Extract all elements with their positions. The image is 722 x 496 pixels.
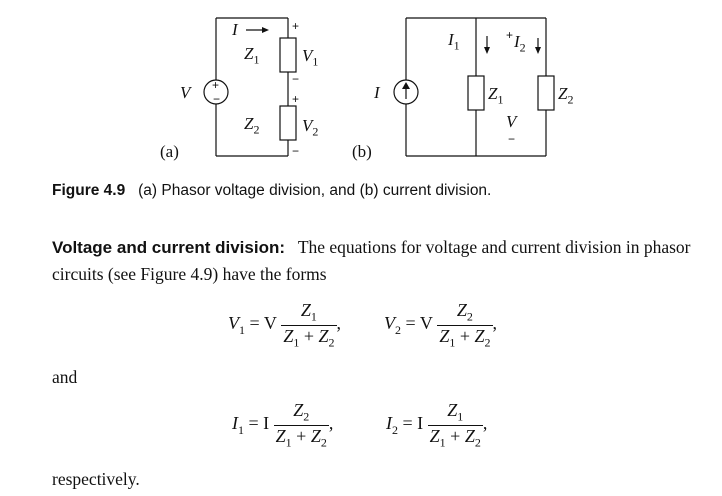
arrow-down-icon — [484, 47, 490, 54]
label-z1: Z1 — [244, 44, 260, 67]
paragraph-heading: Voltage and current division: — [52, 238, 285, 257]
label-source-i: I — [374, 83, 380, 102]
paragraph-body: The equations for voltage and current di… — [52, 237, 691, 284]
circuit-b — [393, 17, 555, 157]
equation-i2: I2 = I Z1 Z1 + Z2 , — [386, 400, 488, 450]
arrow-up-icon — [402, 82, 410, 89]
label-v2-plus: + — [292, 92, 300, 106]
impedance-b-z2-box — [537, 75, 555, 111]
label-v1-plus: + — [292, 19, 300, 33]
closing-text: respectively. — [52, 469, 140, 489]
label-source-v: V — [180, 83, 191, 102]
label-i1: I1 — [448, 30, 460, 53]
label-z2: Z2 — [244, 114, 260, 137]
label-v2: V2 — [302, 116, 319, 139]
arrow-head-icon — [262, 27, 269, 33]
equation-i1: I1 = I Z2 Z1 + Z2 , — [232, 400, 334, 450]
label-v2-minus: − — [292, 144, 300, 158]
label-figure-b: (b) — [352, 142, 372, 161]
equation-v2: V2 = V Z2 Z1 + Z2 , — [384, 300, 498, 350]
label-v1-minus: − — [292, 72, 300, 86]
label-b-z1: Z1 — [488, 84, 504, 107]
arrow-down-icon — [535, 47, 541, 54]
caption-number: Figure 4.9 — [52, 182, 126, 199]
fraction: Z2 Z1 + Z2 — [437, 300, 493, 350]
label-figure-a: (a) — [160, 142, 179, 161]
connector-text: and — [52, 367, 78, 387]
circuit-a — [203, 17, 297, 157]
impedance-z1-box — [279, 37, 297, 73]
label-source-minus: − — [213, 92, 221, 106]
current-source-symbol — [393, 79, 419, 105]
circuit-figure — [203, 17, 555, 157]
equation-v1: V1 = V Z1 Z1 + Z2 , — [228, 300, 342, 350]
fraction: Z1 Z1 + Z2 — [427, 400, 483, 450]
label-i2: I2 — [514, 32, 526, 55]
intro-paragraph: Voltage and current division: The equati… — [52, 234, 700, 287]
label-b-z2: Z2 — [558, 84, 574, 107]
impedance-z2-box — [279, 105, 297, 141]
label-b-v: V — [506, 112, 517, 131]
label-current-i: I — [232, 20, 238, 39]
fraction: Z1 Z1 + Z2 — [281, 300, 337, 350]
figure-caption: Figure 4.9 (a) Phasor voltage division, … — [52, 182, 491, 200]
impedance-b-z1-box — [467, 75, 485, 111]
label-b-v-minus: − — [508, 132, 516, 146]
voltage-source-symbol — [203, 79, 229, 105]
fraction: Z2 Z1 + Z2 — [273, 400, 329, 450]
label-v1: V1 — [302, 46, 319, 69]
label-source-plus: + — [212, 78, 220, 92]
caption-text: (a) Phasor voltage division, and (b) cur… — [138, 182, 492, 199]
label-i2-plus: + — [506, 28, 514, 42]
